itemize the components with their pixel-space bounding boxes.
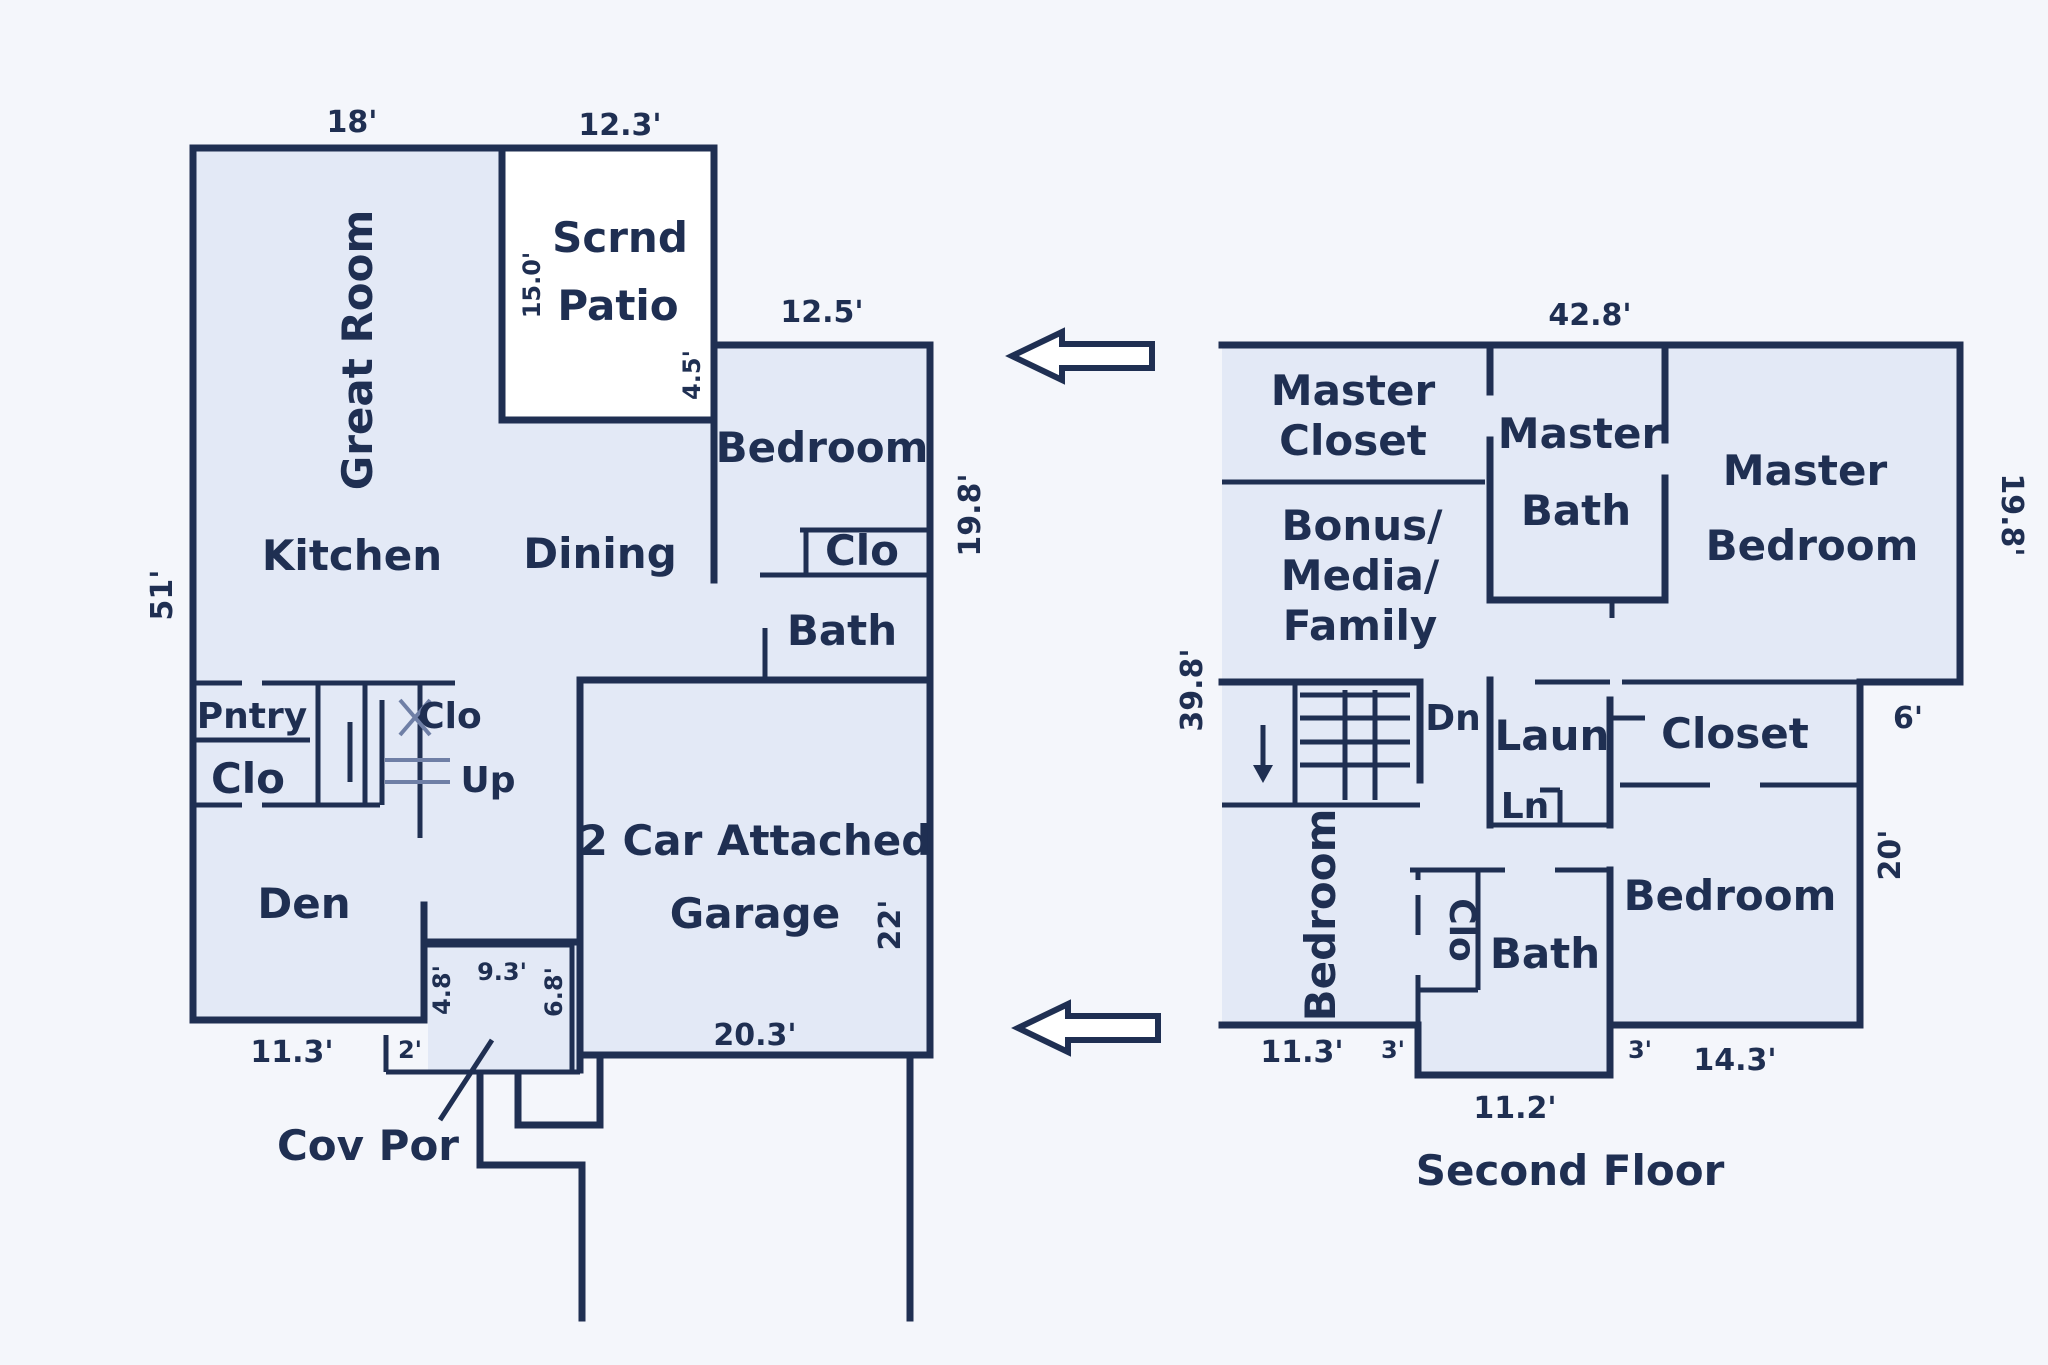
dim-bedroom-right-width: 14.3': [1693, 1043, 1776, 1078]
screened-patio-label-line2: Patio: [557, 281, 678, 330]
dim-bath-width: 11.2': [1473, 1091, 1556, 1126]
dim-bedroom-left-width: 11.3': [1260, 1035, 1343, 1070]
pantry-label: Pntry: [197, 696, 307, 737]
garage-label-line1: 2 Car Attached: [579, 816, 932, 865]
dim-top-width: 42.8': [1548, 298, 1631, 333]
screened-patio-label-line1: Scrnd: [552, 213, 688, 262]
dim-step-right: 3': [1628, 1036, 1652, 1064]
stairs-down-label: Dn: [1425, 698, 1481, 739]
dim-garage-width: 20.3': [713, 1018, 796, 1053]
master-closet-label-line1: Master: [1271, 366, 1436, 415]
dim-bedroom-width: 12.5': [780, 295, 863, 330]
dim-great-room-width: 18': [327, 105, 378, 140]
dim-right-offset: 6': [1893, 701, 1923, 736]
dim-overall-height: 51': [145, 570, 180, 621]
bonus-label-line3: Family: [1283, 601, 1438, 650]
covered-porch-label: Cov Por: [277, 1121, 459, 1170]
second-floor: Master Closet Master Bath Master Bedroom…: [1175, 298, 2029, 1195]
dim-garage-depth: 22': [873, 900, 908, 951]
first-floor: Great Room Scrnd Patio Bedroom Kitchen D…: [145, 105, 988, 1322]
closet-left-label: Clo: [211, 754, 285, 803]
master-bath-label-line2: Bath: [1521, 486, 1631, 535]
dim-bedroom-height: 19.8': [953, 473, 988, 556]
closet-lower-label: Clo: [1441, 898, 1482, 962]
dim-patio-height: 15.0': [518, 252, 546, 319]
dim-right-height: 19.8': [1994, 473, 2029, 556]
dim-entry-right: 6.8': [540, 967, 568, 1017]
bath-label: Bath: [787, 606, 897, 655]
dim-patio-offset: 4.5': [678, 350, 706, 400]
dim-left-height: 39.8': [1175, 648, 1210, 731]
den-label: Den: [257, 879, 350, 928]
dim-entry-left: 4.8': [428, 965, 456, 1015]
bedroom-closet-label: Clo: [825, 526, 899, 575]
dim-entry-width: 9.3': [477, 958, 527, 986]
master-bath-label-line1: Master: [1498, 409, 1663, 458]
laundry-label: Laun: [1495, 711, 1610, 760]
arrow-bottom-icon: [1011, 999, 1161, 1057]
second-floor-exterior-wall: [1218, 341, 1964, 1079]
master-bedroom-label-line1: Master: [1723, 446, 1888, 495]
first-floor-exterior-wall: [189, 144, 506, 1024]
garage-label-line2: Garage: [670, 889, 840, 938]
bedroom-label: Bedroom: [716, 423, 929, 472]
bedroom-right-label: Bedroom: [1624, 871, 1837, 920]
kitchen-label: Kitchen: [262, 531, 442, 580]
dim-patio-width: 12.3': [578, 108, 661, 143]
great-room-label: Great Room: [333, 210, 382, 491]
bedroom-left-label: Bedroom: [1296, 809, 1345, 1022]
closet-label: Closet: [1661, 709, 1809, 758]
arrow-top-icon: [1005, 327, 1155, 385]
dim-den-width: 11.3': [250, 1035, 333, 1070]
linen-label: Ln: [1501, 786, 1550, 827]
master-bedroom-label-line2: Bedroom: [1706, 521, 1919, 570]
dim-bedroom-right-height: 20': [1873, 830, 1908, 881]
stairs-up-label: Up: [460, 760, 515, 801]
second-floor-title: Second Floor: [1416, 1146, 1725, 1195]
stair-closet-label: Clo: [418, 696, 482, 737]
bonus-label-line1: Bonus/: [1281, 501, 1443, 550]
dim-step-left: 3': [1381, 1036, 1405, 1064]
bonus-label-line2: Media/: [1281, 551, 1440, 600]
dim-porch-step: 2': [398, 1036, 422, 1064]
master-closet-label-line2: Closet: [1279, 416, 1427, 465]
bath-upper-label: Bath: [1490, 929, 1600, 978]
dining-label: Dining: [523, 529, 677, 578]
